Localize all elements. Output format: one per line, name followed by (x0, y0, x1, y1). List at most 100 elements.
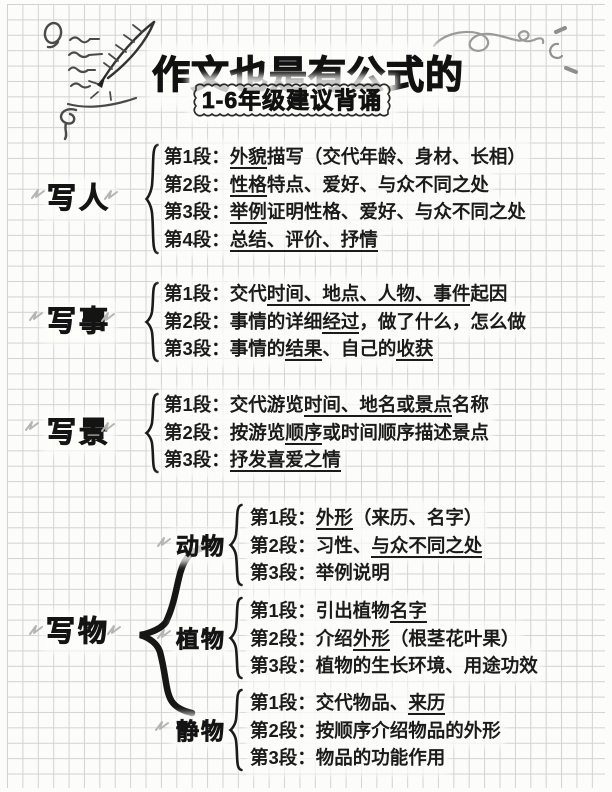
keyword-underlined: 名字 (389, 600, 427, 623)
segment-text: 名称 (451, 394, 489, 415)
paragraph-list-xieshi: 第1段：交代时间、地点、人物、事件起因第2段：事情的详细经过，做了什么，怎么做第… (164, 280, 526, 363)
squiggle-mark-icon (101, 312, 115, 322)
segment-text: （来历、名字） (352, 507, 483, 528)
brace-icon (144, 281, 159, 363)
paragraph-line: 第3段：抒发喜爱之情 (164, 446, 341, 474)
paragraph-prefix: 第2段： (250, 627, 316, 649)
keyword-underlined: 时间、地点、人物、事件 (266, 283, 471, 306)
paragraph-line: 第1段：外貌描写（交代年龄、身材、长相） (164, 143, 526, 171)
paragraph-line: 第1段：交代物品、来历 (250, 689, 446, 717)
paragraph-line: 第2段：事情的详细经过，做了什么，怎么做 (164, 307, 526, 336)
segment-text: 特点、爱好、与众不同之处 (266, 173, 489, 195)
squiggle-mark-icon (104, 190, 118, 200)
paragraph-line: 第4段：总结、评价、抒情 (164, 225, 378, 254)
grade-badge-text: 1-6年级建议背诵 (201, 87, 383, 114)
paragraph-prefix: 第3段： (164, 449, 230, 471)
badge-wavy-border (193, 83, 391, 117)
confetti-icon (554, 26, 578, 74)
paragraph-line: 第3段：事情的结果、自己的收获 (164, 335, 434, 363)
big-brace-icon (139, 542, 216, 717)
subsection-label-zhiwu: 植物 (176, 626, 226, 652)
paragraph-prefix: 第1段： (250, 600, 316, 621)
grade-badge: 1-6年级建议背诵 (192, 80, 392, 120)
paragraph-list-xieren: 第1段：外貌描写（交代年龄、身材、长相）第2段：性格特点、爱好、与众不同之处第3… (164, 143, 526, 254)
brace-icon (228, 503, 243, 587)
keyword-underlined: 性格 (229, 173, 267, 197)
segment-text: 习性、 (315, 534, 372, 556)
squiggle-mark-icon (157, 537, 171, 547)
keyword-underlined: 经过 (322, 310, 360, 334)
segment-text: 介绍 (315, 627, 353, 649)
subsection-label-dongwu: 动物 (176, 533, 226, 559)
segment-text: 交代 (229, 283, 267, 304)
keyword-underlined: 顺序 (285, 421, 323, 445)
paragraph-line: 第1段：引出植物名字 (250, 597, 427, 625)
keyword-underlined: 抒发喜爱之情 (229, 449, 341, 473)
paragraph-prefix: 第2段： (164, 421, 230, 443)
paragraph-prefix: 第4段： (164, 228, 230, 250)
paragraph-line: 第1段：交代时间、地点、人物、事件起因 (164, 280, 508, 308)
brace-icon (144, 143, 159, 255)
paragraph-prefix: 第1段： (164, 283, 230, 304)
keyword-underlined: 外形 (352, 627, 390, 651)
paragraph-line: 第3段：物品的功能作用 (250, 744, 446, 772)
section-label-xiewu: 写物 (45, 615, 111, 649)
squiggle-mark-icon (25, 421, 39, 431)
quill-pen-icon (43, 20, 156, 141)
paragraph-list-xiejing: 第1段：交代游览时间、地名或景点名称第2段：按游览顺序或时间顺序描述景点第3段：… (164, 391, 489, 474)
keyword-underlined: 结果 (285, 338, 323, 362)
section-label-xieshi: 写事 (46, 305, 112, 339)
keyword-underlined: 总结、评价、抒情 (229, 228, 378, 252)
segment-text: 证明性格、爱好、与众不同之处 (266, 201, 526, 223)
paragraph-prefix: 第2段： (250, 719, 316, 741)
segment-text: （根茎花叶果） (389, 627, 520, 649)
brace-icon (228, 596, 243, 680)
section-label-xiejing: 写景 (46, 416, 112, 450)
paragraph-prefix: 第1段： (250, 507, 316, 528)
paragraph-line: 第3段：举例证明性格、爱好、与众不同之处 (164, 198, 526, 226)
segment-text: 举例说明 (315, 562, 390, 584)
paragraph-line: 第1段：交代游览时间、地名或景点名称 (164, 391, 489, 419)
paragraph-prefix: 第3段： (164, 338, 230, 360)
keyword-underlined: 与众不同之处 (371, 534, 483, 558)
squiggle-mark-icon (157, 629, 171, 639)
segment-text: 交代游览 (229, 394, 304, 415)
paragraph-line: 第2段：按顺序介绍物品的外形 (250, 716, 501, 745)
segment-text: 植物的生长环境、用途功效 (315, 655, 538, 677)
squiggle-mark-icon (101, 422, 115, 432)
keyword-underlined: 外形 (315, 507, 353, 530)
keyword-underlined: 时间、地名或景点 (303, 394, 452, 417)
keyword-underlined: 外貌 (229, 146, 267, 169)
paragraph-line: 第2段：介绍外形（根茎花叶果） (250, 624, 520, 653)
squiggle-mark-icon (155, 721, 169, 731)
squiggle-mark-icon (31, 189, 45, 199)
keyword-underlined: 举例 (229, 201, 267, 225)
paragraph-line: 第2段：习性、与众不同之处 (250, 531, 483, 560)
paragraph-prefix: 第3段： (164, 201, 230, 223)
segment-text: 交代物品、 (315, 692, 409, 713)
paragraph-prefix: 第2段： (164, 173, 230, 195)
segment-text: 按顺序介绍物品的外形 (315, 719, 501, 741)
flourish-swirl-icon (432, 26, 578, 74)
paragraph-line: 第3段：举例说明 (250, 559, 390, 587)
segment-text: 、自己的 (322, 338, 397, 360)
segment-text: 按游览 (229, 421, 286, 443)
segment-text: 或时间顺序描述景点 (322, 421, 489, 443)
paragraph-prefix: 第3段： (250, 747, 316, 769)
keyword-underlined: 收获 (396, 338, 434, 362)
paragraph-line: 第1段：外形（来历、名字） (250, 504, 483, 532)
paragraph-list-dongwu: 第1段：外形（来历、名字）第2段：习性、与众不同之处第3段：举例说明 (250, 504, 483, 587)
segment-text: 描写（交代年龄、身材、长相） (266, 146, 526, 167)
squiggle-mark-icon (107, 625, 121, 635)
segment-text: 物品的功能作用 (315, 747, 446, 769)
paragraph-prefix: 第1段： (164, 146, 230, 167)
brace-icon (144, 392, 159, 474)
brace-icon (228, 688, 243, 772)
segment-text: 引出植物 (315, 600, 390, 621)
paragraph-prefix: 第3段： (250, 655, 316, 677)
squiggle-mark-icon (29, 625, 43, 635)
paragraph-line: 第2段：按游览顺序或时间顺序描述景点 (164, 418, 489, 447)
paragraph-line: 第2段：性格特点、爱好、与众不同之处 (164, 170, 489, 199)
segment-text: 事情的 (229, 338, 286, 360)
paragraph-prefix: 第3段： (250, 562, 316, 584)
